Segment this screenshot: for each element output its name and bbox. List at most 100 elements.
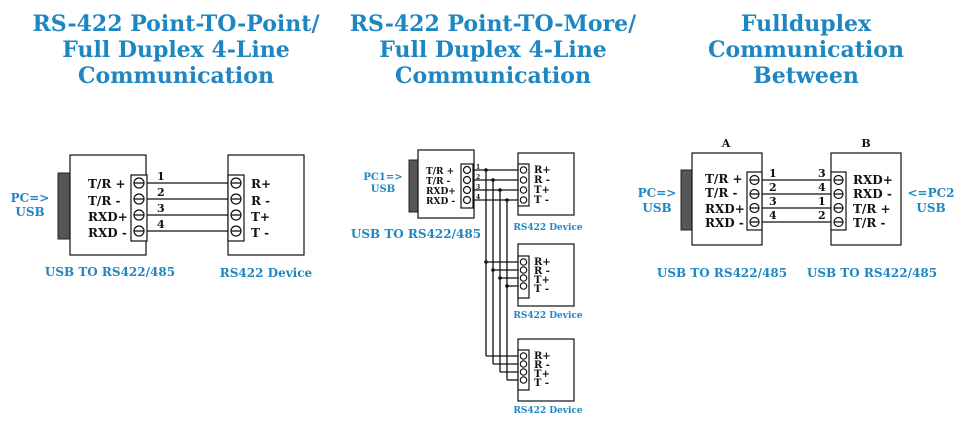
right-box-b-label: B <box>861 137 870 150</box>
middle-dev1-pin-1: R+ <box>534 165 551 176</box>
right-a-num-4: 4 <box>769 209 777 222</box>
middle-diagram: PC1=> USB T/R + T/R - RXD+ RXD - 1 2 3 4 <box>351 149 583 416</box>
middle-wire-num-3: 3 <box>476 184 480 191</box>
middle-usb-label: USB <box>371 184 395 195</box>
title-middle: RS-422 Point-TO-More/ Full Duplex 4-Line… <box>350 11 637 89</box>
title-middle-line3: Communication <box>395 63 591 89</box>
right-b-pin-2: RXD - <box>853 187 892 201</box>
title-middle-line2: Full Duplex 4-Line <box>379 37 606 63</box>
title-left-line3: Communication <box>78 63 274 89</box>
middle-conv-pin-2: T/R - <box>426 177 451 187</box>
middle-pc-label: PC1=> <box>363 172 402 183</box>
middle-dev3-pin-1: R+ <box>534 351 551 362</box>
middle-dev2-pin-4: T - <box>534 284 549 295</box>
middle-usb-plug <box>408 159 419 213</box>
right-a-pin-2: T/R - <box>705 186 737 200</box>
right-b-num-3: 1 <box>818 195 826 208</box>
right-a-pin-1: T/R + <box>705 172 743 186</box>
middle-dev1-pin-4: T - <box>534 195 549 206</box>
right-b-pin-3: T/R + <box>853 202 891 216</box>
title-right-line1: Fullduplex <box>741 11 872 37</box>
title-right: Fullduplex Communication Between <box>708 11 904 89</box>
right-box-a-label: A <box>721 137 731 150</box>
left-device-screws <box>230 177 242 237</box>
middle-dev2-pin-1: R+ <box>534 257 551 268</box>
right-pc2-usb-label: USB <box>916 201 945 215</box>
title-middle-line1: RS-422 Point-TO-More/ <box>350 11 637 37</box>
left-device-terminal-block <box>227 174 245 242</box>
middle-dev1-pin-2: R - <box>534 175 550 186</box>
left-usb-plug <box>57 172 71 240</box>
left-dev-pin-3: T+ <box>251 210 270 224</box>
right-diagram: A B PC=> USB T/R + T/R - RXD+ RXD - 1 2 … <box>638 137 955 280</box>
right-a-screws <box>749 174 760 228</box>
middle-dev2-pin-3: T+ <box>534 275 550 286</box>
left-diagram: PC=> USB T/R + T/R - RXD+ RXD - 1 2 3 4 <box>11 154 313 280</box>
middle-device-3-caption: RS422 Device <box>513 406 583 416</box>
middle-dev1-pin-3: T+ <box>534 185 550 196</box>
left-conv-pin-2: T/R - <box>88 194 120 208</box>
middle-dev3-pin-4: T - <box>534 378 549 389</box>
title-right-line3: Between <box>753 63 859 89</box>
middle-conv-pin-1: T/R + <box>426 167 454 177</box>
left-converter-caption: USB TO RS422/485 <box>45 265 175 279</box>
left-conv-screws <box>133 177 145 237</box>
middle-bus-wires <box>473 169 518 381</box>
left-dev-pin-4: T - <box>251 226 269 240</box>
middle-conv-pin-4: RXD - <box>426 197 455 207</box>
title-left-line2: Full Duplex 4-Line <box>62 37 289 63</box>
right-b-num-4: 2 <box>818 209 826 222</box>
right-a-pin-4: RXD - <box>705 216 744 230</box>
left-usb-label: USB <box>15 205 44 219</box>
title-left: RS-422 Point-TO-Point/ Full Duplex 4-Lin… <box>33 11 321 89</box>
right-b-screws <box>833 174 844 228</box>
right-usb-label: USB <box>642 201 671 215</box>
right-a-pin-3: RXD+ <box>705 202 745 216</box>
left-wire-num-3: 3 <box>157 202 165 215</box>
right-usb-plug-a <box>680 169 693 231</box>
left-wires <box>147 182 228 232</box>
middle-conv-pin-3: RXD+ <box>426 187 456 197</box>
left-conv-pin-3: RXD+ <box>88 210 128 224</box>
title-left-line1: RS-422 Point-TO-Point/ <box>33 11 321 37</box>
middle-converter-caption: USB TO RS422/485 <box>351 227 481 241</box>
middle-device-2-caption: RS422 Device <box>513 311 583 321</box>
left-wire-num-4: 4 <box>157 218 165 231</box>
title-right-line2: Communication <box>708 37 904 63</box>
right-pc2-label: <=PC2 <box>907 186 954 200</box>
left-dev-pin-1: R+ <box>251 177 271 191</box>
left-conv-terminal-block <box>130 174 148 242</box>
right-b-num-2: 4 <box>818 181 826 194</box>
left-wire-num-1: 1 <box>157 170 165 183</box>
right-caption-a: USB TO RS422/485 <box>657 266 787 280</box>
left-conv-pin-1: T/R + <box>88 177 126 191</box>
right-b-pin-1: RXD+ <box>853 173 893 187</box>
middle-wire-num-1: 1 <box>476 164 480 171</box>
right-a-num-2: 2 <box>769 181 777 194</box>
right-a-num-3: 3 <box>769 195 777 208</box>
right-b-pin-4: T/R - <box>853 216 885 230</box>
right-b-terminal-block <box>830 171 847 231</box>
middle-conv-screws <box>462 165 472 205</box>
middle-device-3-screws <box>519 352 528 384</box>
right-pc-label: PC=> <box>638 186 677 200</box>
middle-dev3-pin-3: T+ <box>534 369 550 380</box>
left-wire-num-2: 2 <box>157 186 165 199</box>
left-pc-label: PC=> <box>11 191 50 205</box>
middle-device-2-screws <box>519 258 528 290</box>
left-conv-pin-4: RXD - <box>88 226 127 240</box>
left-dev-pin-2: R - <box>251 194 270 208</box>
middle-dev3-pin-2: R - <box>534 360 550 371</box>
right-a-terminal-block <box>746 171 763 231</box>
middle-wire-num-4: 4 <box>476 194 480 201</box>
middle-dev2-pin-2: R - <box>534 266 550 277</box>
middle-device-1-terminal <box>517 163 530 207</box>
middle-wire-num-2: 2 <box>476 174 480 181</box>
right-caption-b: USB TO RS422/485 <box>807 266 937 280</box>
right-b-num-1: 3 <box>818 167 826 180</box>
middle-device-1-caption: RS422 Device <box>513 223 583 233</box>
right-a-num-1: 1 <box>769 167 777 180</box>
right-wires <box>762 179 831 223</box>
middle-junction-dots <box>484 168 509 288</box>
